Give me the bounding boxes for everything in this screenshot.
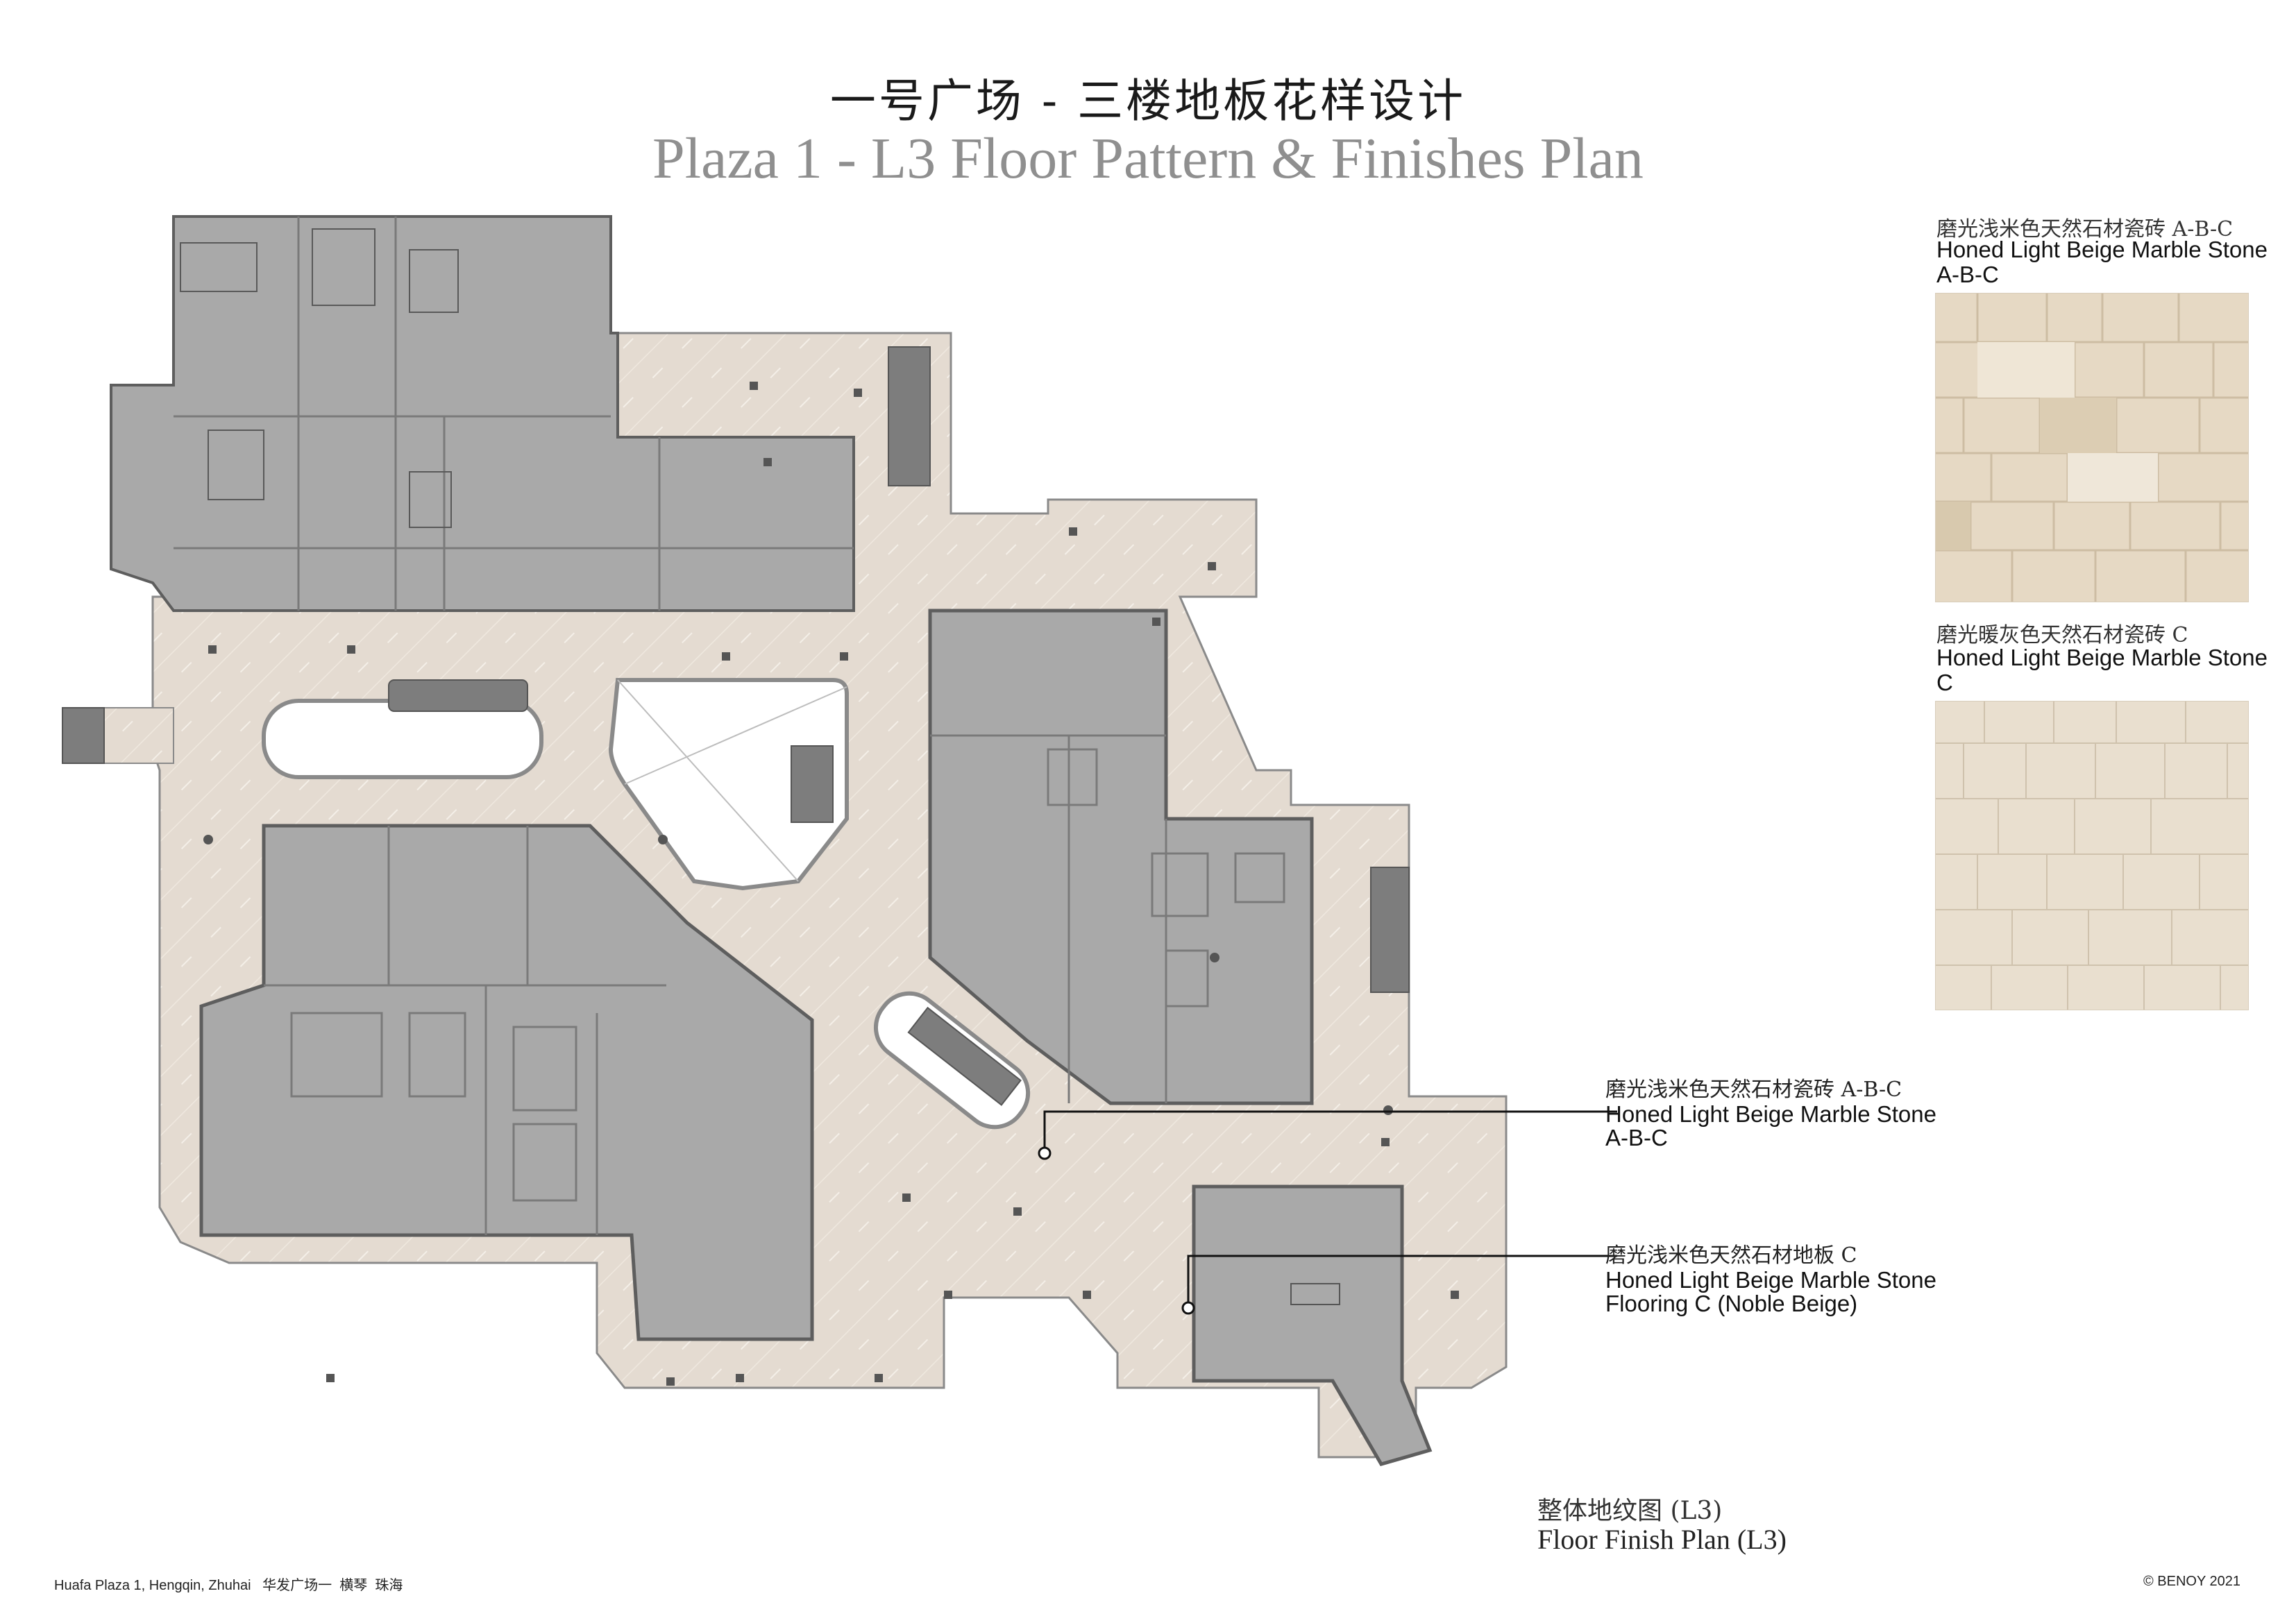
legend-a-line2: A-B-C xyxy=(1936,262,1999,287)
page-title-en: Plaza 1 - L3 Floor Pattern & Finishes Pl… xyxy=(652,126,1644,191)
callout-c-en-line1: Honed Light Beige Marble Stone xyxy=(1605,1267,1936,1293)
escalators xyxy=(62,346,1410,1106)
column-grid xyxy=(203,382,1459,1386)
page-title-cn: 一号广场 - 三楼地板花样设计 xyxy=(829,74,1467,128)
legend-c-line2: C xyxy=(1936,670,1953,695)
callout-c: 磨光浅米色天然石材地板 C Honed Light Beige Marble S… xyxy=(1605,1238,1936,1316)
core-building xyxy=(110,215,855,612)
legend-c-swatch xyxy=(1935,701,2249,1010)
plan-caption-cn: 整体地纹图 (L3) xyxy=(1537,1497,1723,1525)
callout-a: 磨光浅米色天然石材瓷砖 A-B-C Honed Light Beige Marb… xyxy=(1605,1072,1936,1150)
legend-a-label-cn: 磨光浅米色天然石材瓷砖 A-B-C xyxy=(1936,217,2234,241)
legend-c-line1: Honed Light Beige Marble Stone xyxy=(1936,645,2268,670)
legend-a-label-en: Honed Light Beige Marble Stone A-B-C xyxy=(1936,237,2268,287)
callout-a-cn: 磨光浅米色天然石材瓷砖 A-B-C xyxy=(1605,1078,1902,1102)
plan-caption-en: Floor Finish Plan (L3) xyxy=(1537,1524,1787,1555)
callout-leaders xyxy=(1038,1110,1617,1315)
legend-c-label-en: Honed Light Beige Marble Stone C xyxy=(1936,645,2268,695)
legend-c-label-cn: 磨光暖灰色天然石材瓷砖 C xyxy=(1936,623,2188,647)
callout-a-en-line1: Honed Light Beige Marble Stone xyxy=(1605,1101,1936,1127)
callout-c-en-line2: Flooring C (Noble Beige) xyxy=(1605,1291,1858,1316)
tenant-west xyxy=(199,824,814,1341)
tenant-east xyxy=(928,609,1314,1105)
footer-copyright: © BENOY 2021 xyxy=(2143,1574,2240,1589)
tenant-southeast xyxy=(1192,1184,1433,1466)
callout-a-en-line2: A-B-C xyxy=(1605,1125,1668,1150)
callout-c-cn: 磨光浅米色天然石材地板 C xyxy=(1605,1243,1857,1268)
footer-project: Huafa Plaza 1, Hengqin, Zhuhai 华发广场一 横琴 … xyxy=(54,1578,403,1593)
legend-a-line1: Honed Light Beige Marble Stone xyxy=(1936,237,2268,262)
legend-a-swatch xyxy=(1935,293,2249,602)
